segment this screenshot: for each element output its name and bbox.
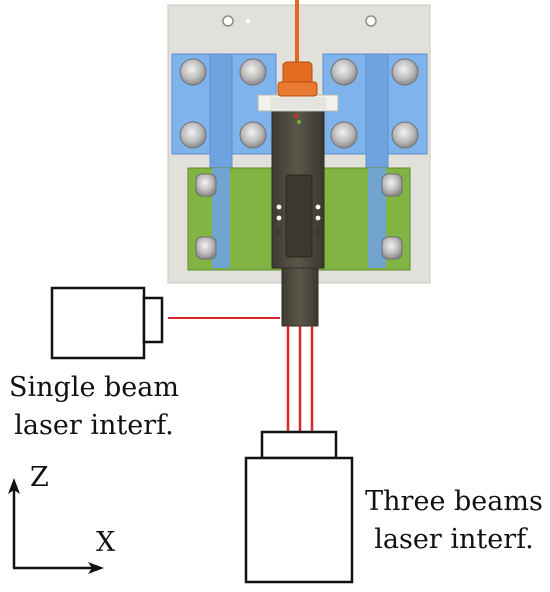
three-interf-body bbox=[244, 456, 354, 584]
screw-head-icon bbox=[179, 121, 207, 149]
single-beam-label-line1: Single beam bbox=[9, 372, 179, 403]
pcb-hole bbox=[315, 229, 321, 235]
screw-head-icon bbox=[239, 121, 267, 149]
pcb-screws bbox=[195, 173, 403, 260]
screw-head-icon bbox=[330, 121, 358, 149]
single-interf-head bbox=[142, 296, 164, 344]
screw-head-icon bbox=[195, 173, 217, 197]
pcb-hole bbox=[276, 215, 282, 221]
laser-interferometer-icon bbox=[50, 286, 164, 360]
mounting-hole bbox=[365, 15, 377, 27]
screw-head-icon bbox=[195, 236, 217, 260]
mounting-hole bbox=[222, 15, 234, 27]
probe-tip bbox=[281, 267, 319, 327]
clamp-screws bbox=[179, 58, 419, 149]
laser-interferometer-icon bbox=[244, 430, 354, 584]
three-beams-label-line2: laser interf. bbox=[374, 524, 534, 555]
three-beams-label-line1: Three beams bbox=[365, 486, 543, 517]
central-slot bbox=[285, 174, 313, 258]
status-led bbox=[297, 120, 301, 124]
single-interf-body bbox=[50, 286, 146, 360]
screw-head-icon bbox=[391, 58, 419, 86]
screw-head-icon bbox=[179, 58, 207, 86]
pcb-hole bbox=[315, 204, 321, 210]
collar-inner bbox=[270, 97, 326, 109]
screw-head-icon bbox=[239, 58, 267, 86]
axis-z-label: Z bbox=[30, 462, 49, 493]
small-dot bbox=[246, 19, 250, 23]
sensor-assembly bbox=[167, 0, 431, 327]
single-beam-label-line2: laser interf. bbox=[14, 410, 174, 441]
laser-beams bbox=[168, 317, 314, 432]
screw-head-icon bbox=[391, 121, 419, 149]
pcb-hole bbox=[276, 204, 282, 210]
axis-x-label: X bbox=[96, 527, 116, 558]
three-interf-head bbox=[260, 430, 338, 460]
x-arrowhead bbox=[88, 562, 104, 574]
pcb-hole bbox=[276, 229, 282, 235]
pcb-hole bbox=[315, 215, 321, 221]
z-arrowhead bbox=[8, 478, 20, 494]
screw-head-icon bbox=[381, 173, 403, 197]
axis-arrow-icon bbox=[8, 478, 104, 574]
status-led bbox=[294, 114, 298, 118]
fiber-connector-base bbox=[277, 81, 318, 97]
screw-head-icon bbox=[381, 236, 403, 260]
screw-head-icon bbox=[330, 58, 358, 86]
